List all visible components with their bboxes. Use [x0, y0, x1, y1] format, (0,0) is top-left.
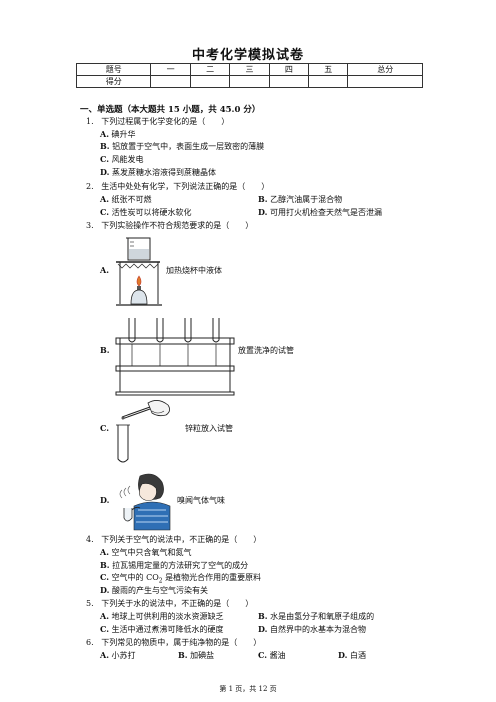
score-table-cell: 二 — [189, 63, 231, 76]
question-1: 1. 下列过程属于化学变化的是（ ） — [86, 116, 229, 127]
question-4: 4. 下列关于空气的说法中，不正确的是（ ） — [86, 534, 261, 545]
question-stem: 下列关于水的说法中，不正确的是（ ） — [101, 599, 254, 608]
option[interactable]: B. 水是由氢分子和氧原子组成的 — [258, 611, 375, 621]
option[interactable]: A. 小苏打 — [100, 650, 136, 660]
question-number: 2. — [86, 182, 94, 191]
score-table-cell: 四 — [268, 63, 310, 76]
question-number: 4. — [86, 535, 94, 544]
option[interactable]: B. 铝放置于空气中，表面生成一层致密的薄膜 — [100, 141, 265, 151]
score-table-cell: 三 — [229, 63, 270, 76]
question-stem: 下列常见的物质中，属于纯净物的是（ ） — [101, 638, 262, 647]
option-caption: 锌粒放入试管 — [185, 424, 233, 433]
score-input-cell[interactable] — [347, 75, 423, 88]
option[interactable]: D. — [100, 495, 110, 505]
test-tube-rack-figure — [115, 318, 235, 396]
option[interactable]: B. 拉瓦锡用定量的方法研究了空气的成分 — [100, 560, 249, 570]
option[interactable]: C. — [100, 423, 110, 433]
option[interactable]: A. 地球上可供利用的淡水资源缺乏 — [100, 611, 224, 621]
page-footer: 第 1 页，共 12 页 — [219, 685, 277, 693]
score-table-cell: 总分 — [347, 63, 423, 76]
score-input-cell[interactable] — [150, 75, 191, 88]
question-6: 6. 下列常见的物质中，属于纯净物的是（ ） — [86, 637, 261, 648]
option[interactable]: D. 蒸发蔗糖水溶液得到蔗糖晶体 — [100, 167, 216, 177]
option[interactable]: B. 乙醇汽油属于混合物 — [258, 194, 343, 204]
score-table-cell: 得分 — [75, 75, 152, 88]
option[interactable]: C. 活性炭可以将硬水软化 — [100, 207, 192, 217]
zinc-test-tube-figure — [116, 400, 170, 463]
option[interactable]: D. 白酒 — [338, 650, 366, 660]
option[interactable]: B. 加碘盐 — [178, 650, 215, 660]
option[interactable]: D. 自然界中的水基本为混合物 — [258, 624, 366, 634]
question-number: 6. — [86, 638, 94, 647]
question-stem: 下列过程属于化学变化的是（ ） — [101, 117, 230, 126]
score-table-header-row: 题号 一 二 三 四 五 总分 — [75, 63, 423, 76]
score-table: 题号 一 二 三 四 五 总分 得分 — [75, 63, 423, 88]
option[interactable]: B. — [100, 345, 110, 355]
question-3: 3. 下列实验操作不符合规范要求的是（ ） — [86, 220, 253, 231]
question-5: 5. 下列关于水的说法中，不正确的是（ ） — [86, 598, 253, 609]
question-stem: 生活中处处有化学，下列说法正确的是（ ） — [101, 182, 270, 191]
score-table-cell: 题号 — [75, 63, 152, 76]
question-number: 5. — [86, 599, 94, 608]
question-stem: 下列关于空气的说法中，不正确的是（ ） — [101, 535, 262, 544]
option[interactable]: C. 生活中通过煮沸可降低水的硬度 — [100, 624, 224, 634]
option[interactable]: A. 纸张不可燃 — [100, 194, 152, 204]
score-input-cell[interactable] — [308, 75, 349, 88]
option[interactable]: C. 空气中的 CO2 是植物光合作用的重要原料 — [100, 572, 262, 585]
option[interactable]: A. 碘升华 — [100, 129, 136, 139]
option[interactable]: A. 空气中只含氧气和氮气 — [100, 547, 192, 557]
option-caption: 嗅闻气体气味 — [177, 496, 225, 505]
score-table-cell: 五 — [308, 63, 349, 76]
question-2: 2. 生活中处处有化学，下列说法正确的是（ ） — [86, 181, 269, 192]
question-stem: 下列实验操作不符合规范要求的是（ ） — [101, 221, 254, 230]
option[interactable]: C. 酱油 — [258, 650, 286, 660]
score-table-cell: 一 — [150, 63, 191, 76]
option-caption: 加热烧杯中液体 — [166, 266, 222, 275]
option[interactable]: A. — [100, 265, 109, 275]
score-input-cell[interactable] — [189, 75, 231, 88]
beaker-heating-figure — [116, 237, 162, 306]
question-number: 3. — [86, 221, 94, 230]
score-table-score-row: 得分 — [75, 75, 423, 88]
option[interactable]: D. 酸雨的产生与空气污染有关 — [100, 585, 208, 595]
score-input-cell[interactable] — [229, 75, 270, 88]
option[interactable]: C. 风能发电 — [100, 154, 144, 164]
smelling-gas-figure — [119, 473, 171, 531]
score-input-cell[interactable] — [268, 75, 310, 88]
page-title: 中考化学模拟试卷 — [191, 48, 304, 63]
option[interactable]: D. 可用打火机检查天然气是否泄漏 — [258, 207, 382, 217]
option-caption: 放置洗净的试管 — [238, 346, 294, 355]
question-number: 1. — [86, 117, 94, 126]
section-heading: 一、单选题（本大题共 15 小题，共 45.0 分） — [80, 105, 261, 115]
